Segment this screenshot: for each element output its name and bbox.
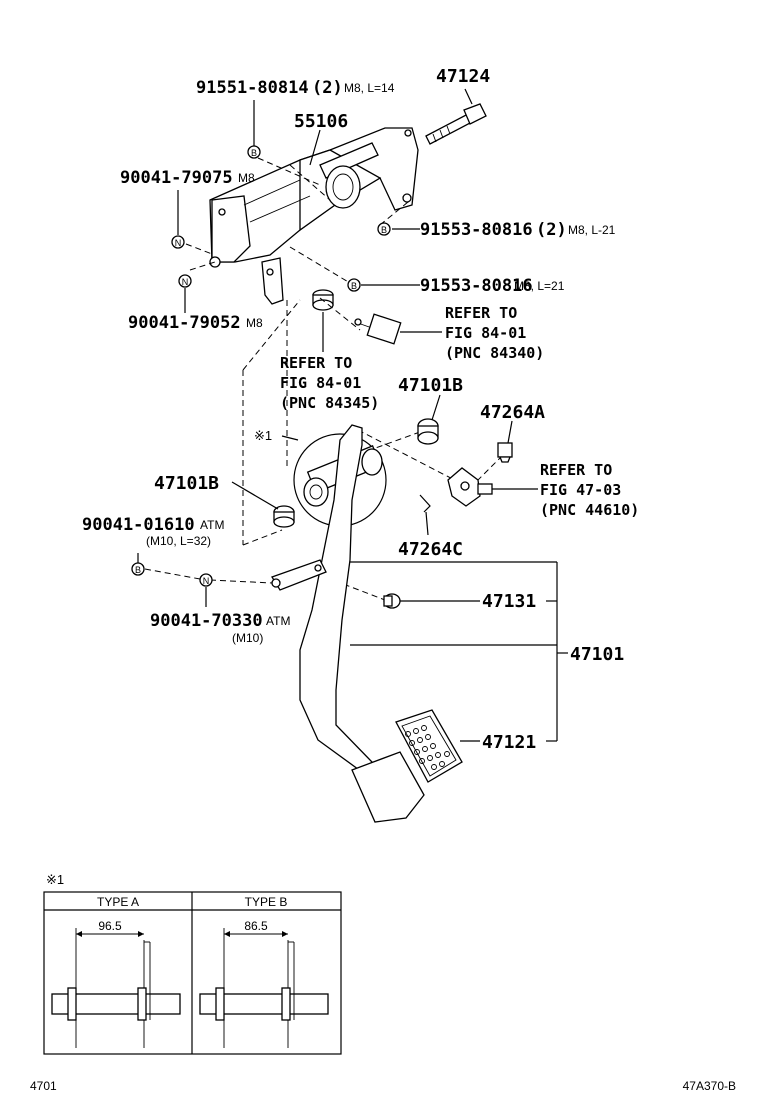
marker-b-3: B	[347, 278, 361, 292]
svg-text:ATM: ATM	[200, 518, 224, 532]
bushing-47101b-icon	[417, 418, 439, 445]
svg-text:REFER TO: REFER TO	[445, 304, 517, 322]
pedal-pad-47121	[395, 709, 463, 783]
type-b-dimension: 86.5	[244, 919, 268, 933]
svg-text:M8, L=21: M8, L=21	[514, 279, 565, 293]
label-91553-80816-a: 91553-80816 (2) M8, L-21	[420, 220, 616, 240]
marker-b-4: B	[131, 562, 145, 576]
inset-table: ※1 TYPE A TYPE B 96.5 86.5	[43, 872, 342, 1055]
stop-lamp-switch-icon	[354, 313, 402, 345]
svg-text:N: N	[203, 576, 210, 586]
label-55106: 55106	[294, 111, 348, 132]
type-a-shaft: 96.5	[51, 919, 181, 1048]
pedal-bracket	[209, 127, 419, 305]
svg-text:(M10, L=32): (M10, L=32)	[146, 534, 211, 548]
note-marker: ※1	[254, 428, 272, 443]
pin-47264a-icon	[497, 442, 513, 463]
assembly-47101-bracket	[350, 561, 568, 742]
svg-text:FIG 47-03: FIG 47-03	[540, 481, 621, 499]
footer-illustration-id: 47A370-B	[683, 1079, 736, 1093]
svg-text:(M10): (M10)	[232, 631, 263, 645]
svg-text:REFER TO: REFER TO	[540, 461, 612, 479]
inset-note: ※1	[46, 872, 64, 887]
stopper-47131-icon	[383, 593, 401, 609]
ref-84345: REFER TO FIG 84-01 (PNC 84345)	[280, 354, 379, 412]
marker-b-1: B	[247, 145, 261, 159]
ref-84340: REFER TO FIG 84-01 (PNC 84340)	[445, 304, 544, 362]
svg-text:M8: M8	[238, 171, 255, 185]
svg-text:90041-79052: 90041-79052	[128, 313, 241, 333]
label-47264c: 47264C	[398, 539, 463, 560]
label-47124: 47124	[436, 66, 490, 87]
pad-studs	[405, 725, 450, 770]
svg-text:ATM: ATM	[266, 614, 290, 628]
type-b-shaft: 86.5	[199, 919, 329, 1048]
svg-text:N: N	[175, 238, 182, 248]
label-47101b-top: 47101B	[398, 375, 463, 396]
label-47131: 47131	[482, 591, 536, 612]
svg-text:90041-01610: 90041-01610	[82, 515, 195, 535]
marker-b-2: B	[377, 222, 391, 236]
svg-text:B: B	[381, 225, 387, 235]
svg-text:(2): (2)	[312, 78, 343, 98]
footer-page-code: 4701	[30, 1079, 57, 1093]
svg-text:(2): (2)	[536, 220, 567, 240]
ref-44610: REFER TO FIG 47-03 (PNC 44610)	[540, 461, 639, 519]
pedal-arm	[271, 424, 425, 823]
svg-text:M8, L=14: M8, L=14	[344, 81, 395, 95]
svg-text:REFER TO: REFER TO	[280, 354, 352, 372]
svg-text:91553-80816: 91553-80816	[420, 220, 533, 240]
assembly-lines	[144, 157, 501, 601]
svg-text:B: B	[251, 148, 257, 158]
type-b-label: TYPE B	[245, 895, 288, 909]
label-91551-80814: 91551-80814 (2) M8, L=14	[196, 78, 395, 98]
clip-47264c-icon	[419, 494, 431, 513]
label-47264a: 47264A	[480, 402, 545, 423]
svg-text:90041-70330: 90041-70330	[150, 611, 263, 631]
label-90041-70330: 90041-70330 ATM (M10)	[150, 611, 290, 645]
svg-text:FIG 84-01: FIG 84-01	[280, 374, 361, 392]
label-90041-79075: 90041-79075 M8	[120, 168, 255, 188]
svg-text:90041-79075: 90041-79075	[120, 168, 233, 188]
label-90041-01610: 90041-01610 ATM (M10, L=32)	[82, 515, 224, 548]
marker-n-3: N	[199, 573, 213, 587]
svg-text:FIG 84-01: FIG 84-01	[445, 324, 526, 342]
type-a-label: TYPE A	[97, 895, 139, 909]
svg-text:91551-80814: 91551-80814	[196, 78, 309, 98]
svg-text:M8, L-21: M8, L-21	[568, 223, 616, 237]
bushing-left-icon	[273, 505, 295, 528]
svg-text:(PNC 84340): (PNC 84340)	[445, 344, 544, 362]
svg-text:B: B	[351, 281, 357, 291]
svg-text:(PNC 44610): (PNC 44610)	[540, 501, 639, 519]
label-47101b-left: 47101B	[154, 473, 219, 494]
label-91553-80816-b: 91553-80816 M8, L=21	[420, 276, 565, 296]
bolt-47124-icon	[425, 103, 487, 145]
svg-text:91553-80816: 91553-80816	[420, 276, 533, 296]
svg-text:M8: M8	[246, 316, 263, 330]
type-a-dimension: 96.5	[98, 919, 122, 933]
svg-text:N: N	[182, 277, 189, 287]
svg-text:(PNC 84345): (PNC 84345)	[280, 394, 379, 412]
label-47121: 47121	[482, 732, 536, 753]
label-47101: 47101	[570, 644, 624, 665]
clevis-44610-icon	[447, 467, 493, 507]
marker-n-2: N	[178, 274, 192, 288]
svg-text:B: B	[135, 565, 141, 575]
marker-n-1: N	[171, 235, 185, 249]
label-90041-79052: 90041-79052 M8	[128, 313, 263, 333]
